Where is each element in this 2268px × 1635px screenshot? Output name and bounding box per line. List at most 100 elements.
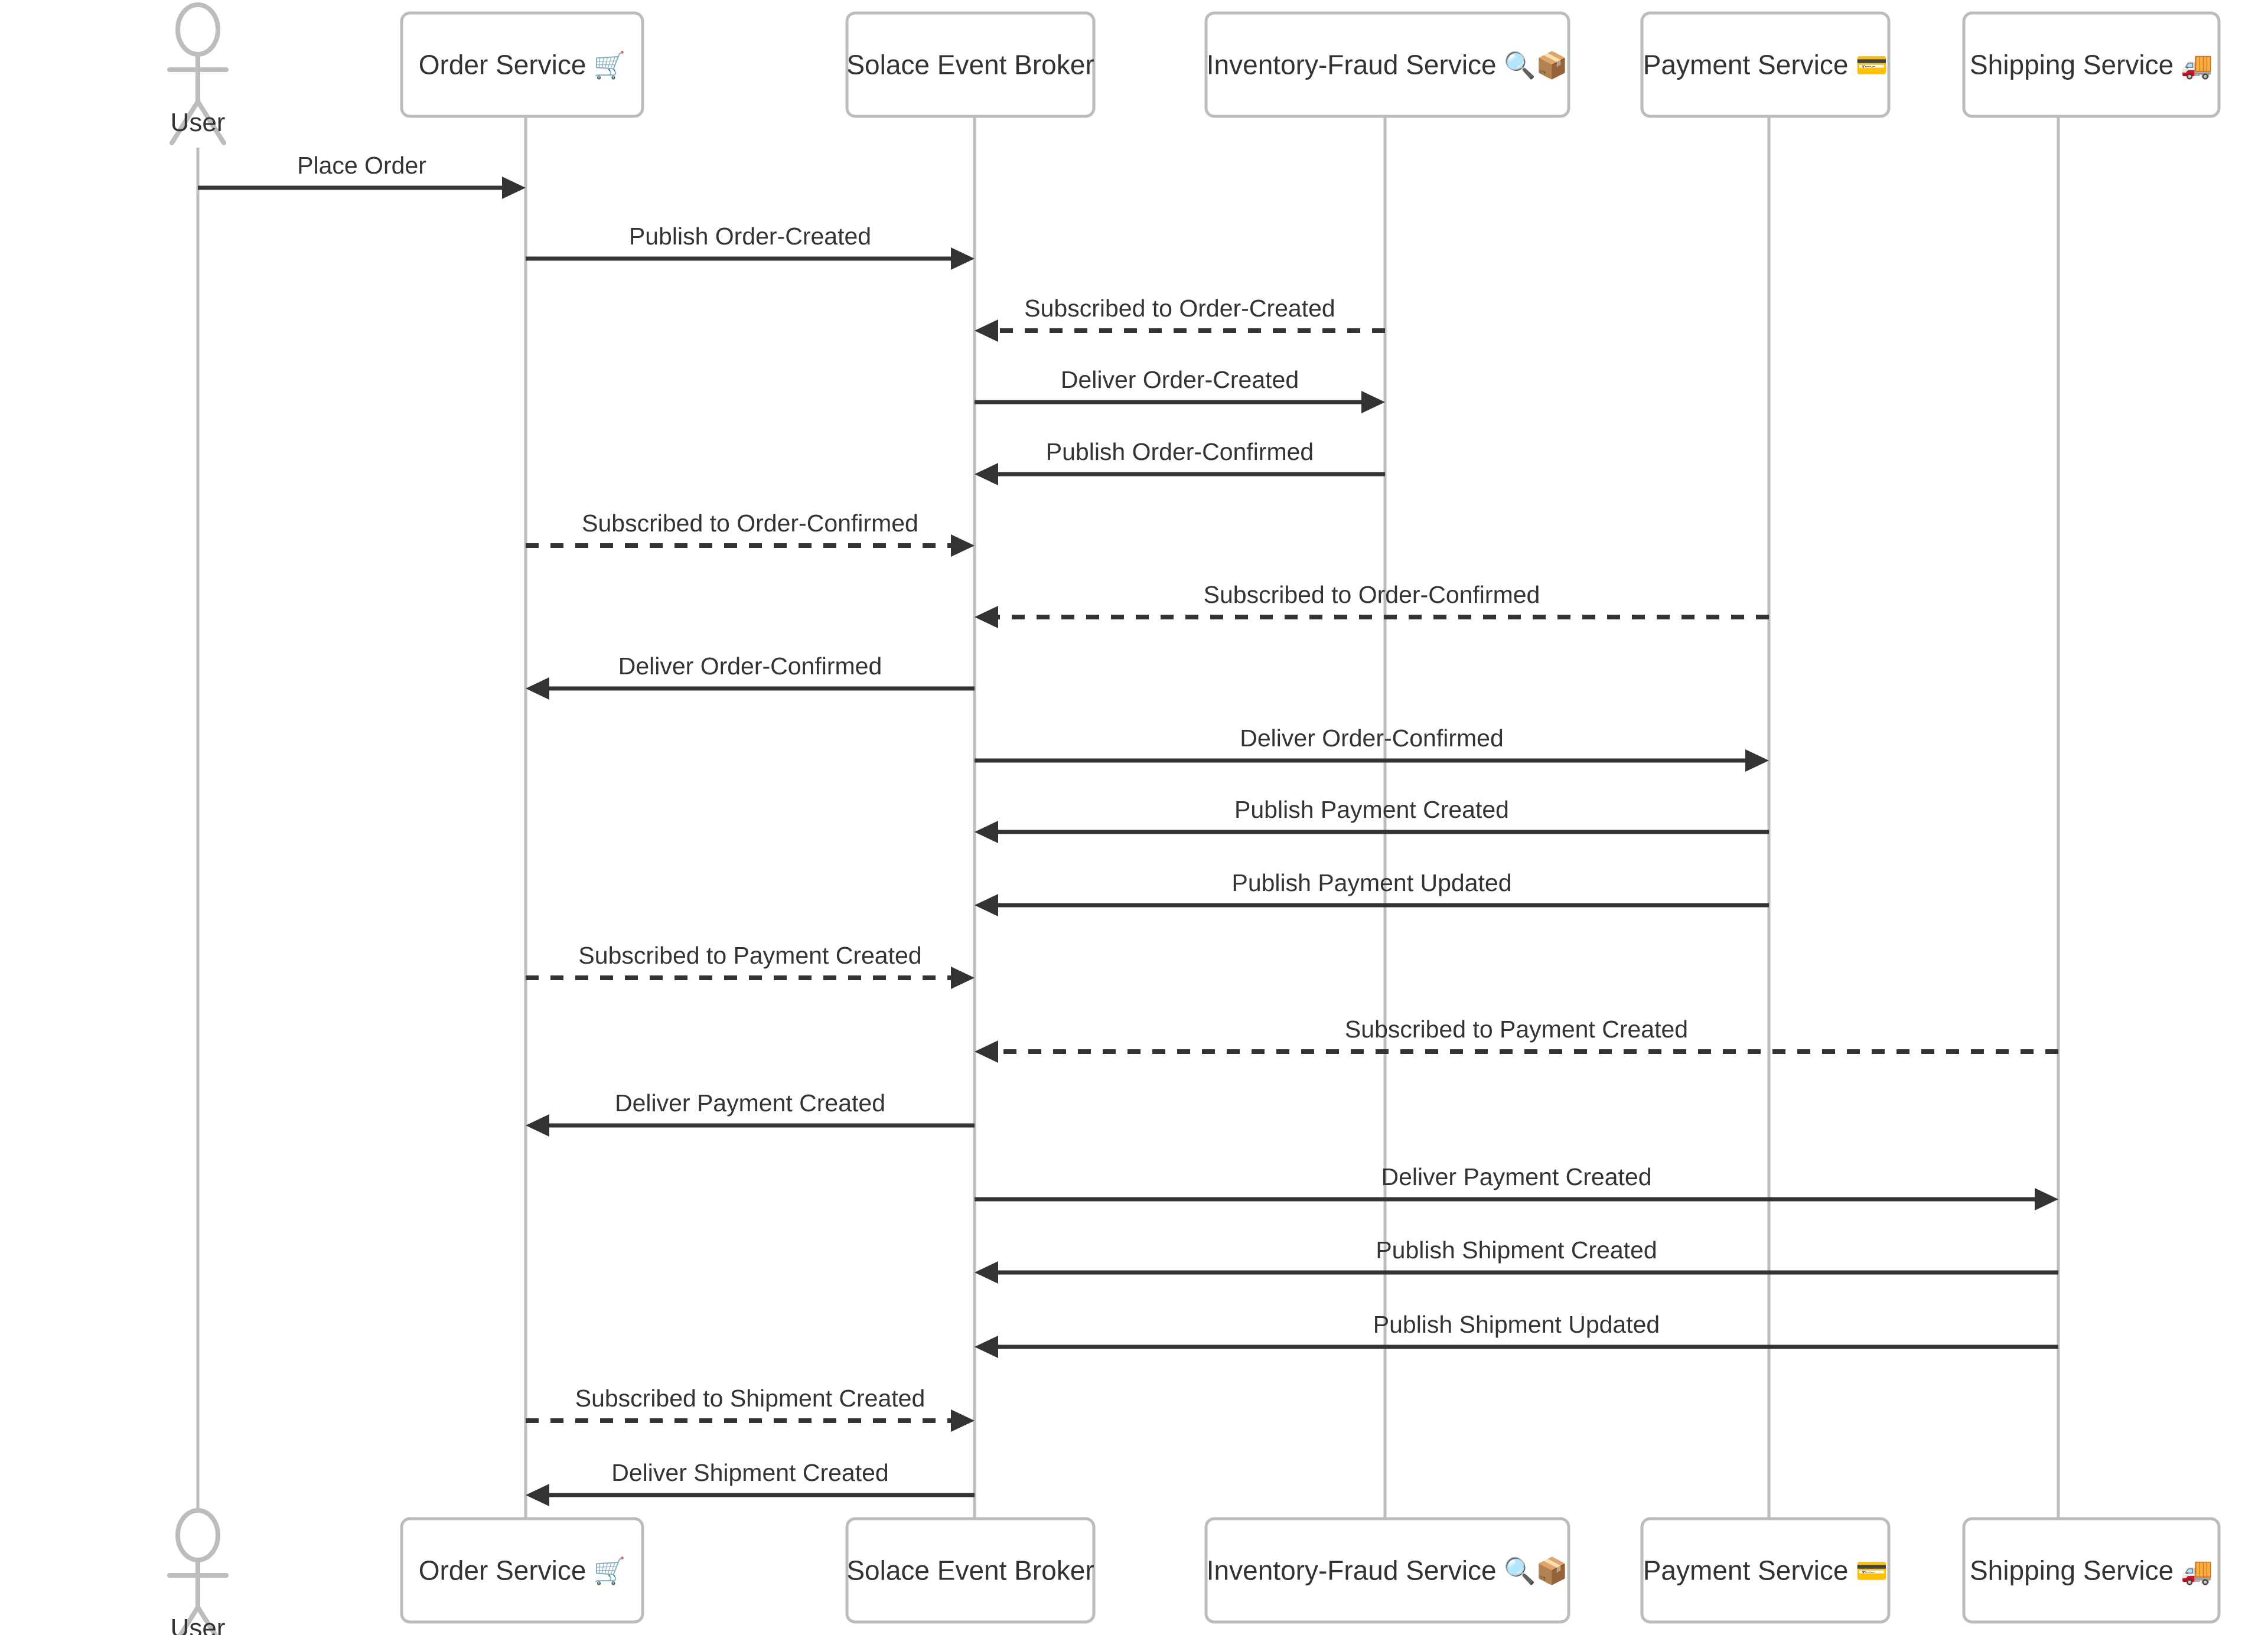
participant-name-shipping-service: Shipping Service xyxy=(1970,1555,2174,1586)
message-label-4: Deliver Order-Created xyxy=(1061,366,1299,393)
message-16[interactable]: Publish Shipment Created xyxy=(975,1236,2058,1284)
message-3[interactable]: Subscribed to Order-Created xyxy=(975,295,1385,342)
actor-user-bottom[interactable]: User xyxy=(167,1508,229,1635)
credit-card-icon: 💳 xyxy=(1855,51,1888,81)
message-arrowhead-4 xyxy=(1361,391,1385,413)
message-arrowhead-16 xyxy=(975,1261,998,1284)
participant-name-solace-event-broker: Solace Event Broker xyxy=(846,50,1094,80)
shopping-cart-icon: 🛒 xyxy=(593,51,625,81)
participant-box-shipping-service[interactable]: Shipping Service🚚 xyxy=(1962,1517,2221,1624)
message-arrowhead-10 xyxy=(975,821,998,843)
message-label-6: Subscribed to Order-Confirmed xyxy=(582,510,918,537)
message-8[interactable]: Deliver Order-Confirmed xyxy=(526,652,975,700)
message-label-19: Deliver Shipment Created xyxy=(611,1459,888,1486)
participant-name-payment-service: Payment Service xyxy=(1643,1555,1849,1586)
message-label-14: Deliver Payment Created xyxy=(615,1089,885,1117)
participant-box-solace-event-broker[interactable]: Solace Event Broker xyxy=(845,1517,1096,1624)
message-label-15: Deliver Payment Created xyxy=(1381,1163,1651,1190)
message-10[interactable]: Publish Payment Created xyxy=(975,796,1769,843)
message-label-12: Subscribed to Payment Created xyxy=(578,942,921,969)
actor-left-leg-icon-user-top xyxy=(170,99,200,145)
participant-box-frame-inventory-fraud-service[interactable] xyxy=(1204,1517,1570,1624)
message-13[interactable]: Subscribed to Payment Created xyxy=(975,1016,2058,1063)
message-label-16: Publish Shipment Created xyxy=(1376,1236,1657,1264)
participant-name-inventory-fraud-service: Inventory-Fraud Service xyxy=(1207,1555,1497,1586)
message-15[interactable]: Deliver Payment Created xyxy=(975,1163,2058,1210)
participant-box-frame-inventory-fraud-service[interactable] xyxy=(1204,11,1570,118)
message-11[interactable]: Publish Payment Updated xyxy=(975,869,1769,916)
participant-name-order-service: Order Service xyxy=(419,50,586,80)
participant-name-order-service: Order Service xyxy=(419,1555,586,1586)
participant-box-payment-service[interactable]: Payment Service💳 xyxy=(1640,11,1891,118)
message-label-5: Publish Order-Confirmed xyxy=(1046,438,1314,465)
actor-right-leg-icon-user-bottom xyxy=(195,1605,219,1635)
message-label-9: Deliver Order-Confirmed xyxy=(1240,725,1504,752)
message-arrowhead-17 xyxy=(975,1336,998,1358)
message-arrowhead-9 xyxy=(1745,749,1769,772)
message-4[interactable]: Deliver Order-Created xyxy=(975,366,1385,413)
message-arrowhead-8 xyxy=(526,677,549,700)
credit-card-icon: 💳 xyxy=(1855,1556,1888,1587)
participant-box-payment-service[interactable]: Payment Service💳 xyxy=(1640,1517,1891,1624)
participant-box-frame-order-service[interactable] xyxy=(400,1517,644,1624)
magnifying-glass-package-icon: 🔍📦 xyxy=(1504,49,1569,81)
actor-user-top[interactable]: User xyxy=(167,2,229,145)
participant-box-frame-shipping-service[interactable] xyxy=(1962,11,2221,118)
message-9[interactable]: Deliver Order-Confirmed xyxy=(975,725,1769,772)
message-12[interactable]: Subscribed to Payment Created xyxy=(526,942,975,989)
message-arrowhead-14 xyxy=(526,1114,549,1137)
participant-label-payment-service: Payment Service💳 xyxy=(1643,1555,1888,1587)
participant-label-inventory-fraud-service: Inventory-Fraud Service🔍📦 xyxy=(1207,1555,1568,1587)
delivery-truck-icon: 🚚 xyxy=(2181,51,2213,81)
message-arrowhead-11 xyxy=(975,894,998,916)
message-1[interactable]: Place Order xyxy=(198,152,526,199)
participant-name-solace-event-broker: Solace Event Broker xyxy=(846,1555,1094,1586)
participant-name-payment-service: Payment Service xyxy=(1643,50,1849,80)
message-6[interactable]: Subscribed to Order-Confirmed xyxy=(526,510,975,557)
actor-left-leg-icon-user-bottom xyxy=(177,1605,200,1635)
participant-box-frame-shipping-service[interactable] xyxy=(1962,1517,2221,1624)
message-label-11: Publish Payment Updated xyxy=(1231,869,1511,896)
participant-label-solace-event-broker: Solace Event Broker xyxy=(846,50,1094,80)
message-18[interactable]: Subscribed to Shipment Created xyxy=(526,1385,975,1432)
message-5[interactable]: Publish Order-Confirmed xyxy=(975,438,1385,485)
participant-box-frame-solace-event-broker[interactable] xyxy=(845,1517,1096,1624)
participant-label-inventory-fraud-service: Inventory-Fraud Service🔍📦 xyxy=(1207,49,1568,81)
message-2[interactable]: Publish Order-Created xyxy=(526,223,975,270)
message-7[interactable]: Subscribed to Order-Confirmed xyxy=(975,581,1769,628)
actor-label-user-bottom: User xyxy=(171,1614,226,1635)
message-arrowhead-18 xyxy=(951,1409,975,1432)
message-arrowhead-15 xyxy=(2035,1188,2058,1210)
message-arrowhead-7 xyxy=(975,606,998,628)
shopping-cart-icon: 🛒 xyxy=(593,1556,625,1587)
participant-box-solace-event-broker[interactable]: Solace Event Broker xyxy=(845,11,1096,118)
participant-label-shipping-service: Shipping Service🚚 xyxy=(1970,50,2213,81)
participant-box-frame-order-service[interactable] xyxy=(400,11,644,118)
message-19[interactable]: Deliver Shipment Created xyxy=(526,1459,975,1506)
participant-box-inventory-fraud-service[interactable]: Inventory-Fraud Service🔍📦 xyxy=(1204,1517,1570,1624)
participant-box-frame-solace-event-broker[interactable] xyxy=(845,11,1096,118)
participant-box-order-service[interactable]: Order Service🛒 xyxy=(400,1517,644,1624)
message-17[interactable]: Publish Shipment Updated xyxy=(975,1311,2058,1358)
participant-label-payment-service: Payment Service💳 xyxy=(1643,50,1888,81)
message-label-2: Publish Order-Created xyxy=(629,223,871,250)
actor-right-leg-icon-user-top xyxy=(195,99,226,145)
message-label-13: Subscribed to Payment Created xyxy=(1345,1016,1688,1043)
message-arrowhead-13 xyxy=(975,1040,998,1063)
participant-box-frame-payment-service[interactable] xyxy=(1640,1517,1891,1624)
message-arrowhead-2 xyxy=(951,247,975,270)
magnifying-glass-package-icon: 🔍📦 xyxy=(1504,1555,1569,1587)
participant-box-frame-payment-service[interactable] xyxy=(1640,11,1891,118)
participant-box-order-service[interactable]: Order Service🛒 xyxy=(400,11,644,118)
message-label-8: Deliver Order-Confirmed xyxy=(618,652,882,680)
message-14[interactable]: Deliver Payment Created xyxy=(526,1089,975,1137)
message-label-18: Subscribed to Shipment Created xyxy=(575,1385,926,1412)
message-arrowhead-1 xyxy=(502,177,526,199)
participant-box-inventory-fraud-service[interactable]: Inventory-Fraud Service🔍📦 xyxy=(1204,11,1570,118)
participant-box-shipping-service[interactable]: Shipping Service🚚 xyxy=(1962,11,2221,118)
message-arrowhead-5 xyxy=(975,463,998,485)
